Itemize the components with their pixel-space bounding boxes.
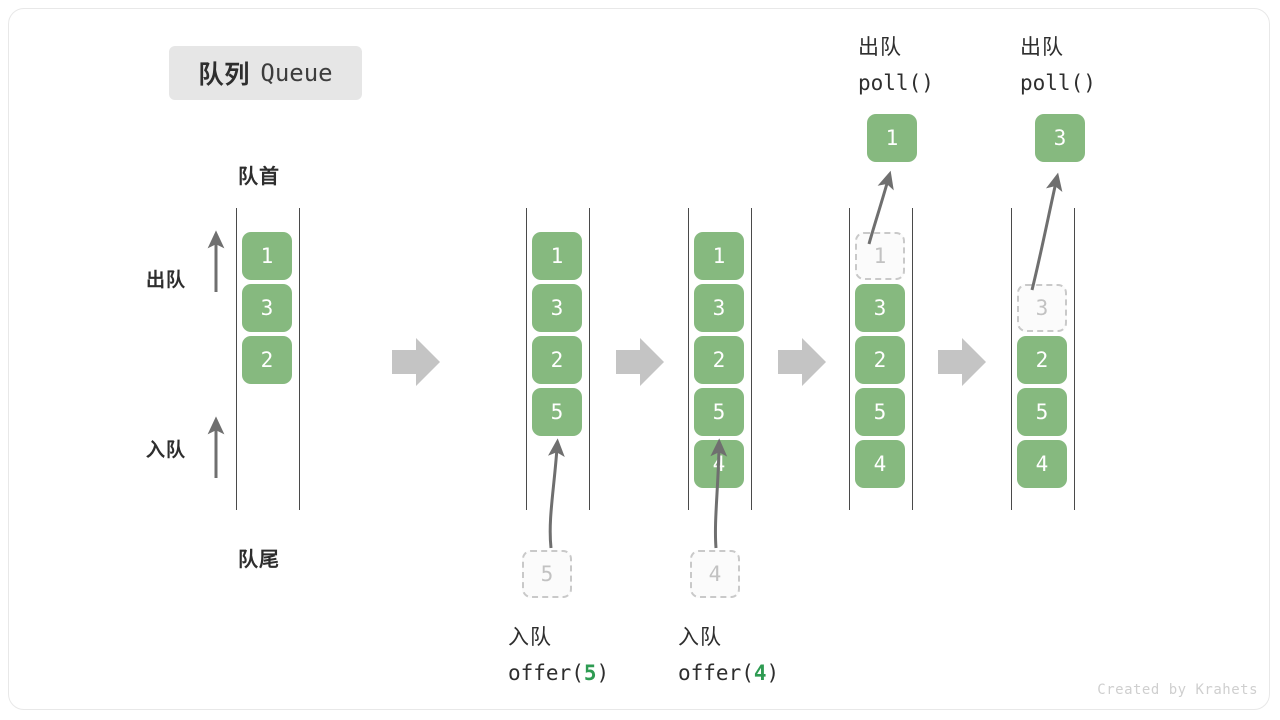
queue-cell: 5 [532, 388, 582, 436]
rail-left [236, 208, 237, 510]
queue-cell: 3 [855, 284, 905, 332]
queue-cell: 2 [855, 336, 905, 384]
caption-poll-3-code: poll() [1020, 70, 1096, 95]
caption-offer-5: 入队 offer(5) [508, 620, 609, 691]
caption-poll-3: 出队 poll() [1020, 30, 1096, 101]
rail-left [688, 208, 689, 510]
rail-left [1011, 208, 1012, 510]
rail-right [589, 208, 590, 510]
rail-right [299, 208, 300, 510]
code-prefix: offer( [508, 660, 584, 685]
queue-cell: 2 [694, 336, 744, 384]
title-chinese: 队列 [198, 61, 251, 89]
rail-left [526, 208, 527, 510]
label-queue-rear: 队尾 [238, 549, 280, 571]
rail-right [751, 208, 752, 510]
queue-cell: 1 [532, 232, 582, 280]
queue-cell-ghost: 3 [1017, 284, 1067, 332]
code-arg: 4 [753, 660, 767, 685]
card-frame [8, 8, 1270, 710]
queue-cell: 1 [694, 232, 744, 280]
queue-cell: 4 [1017, 440, 1067, 488]
label-enqueue-direction: 入队 [146, 440, 187, 461]
incoming-ghost-cell-5: 5 [522, 550, 572, 598]
queue-cell: 3 [532, 284, 582, 332]
watermark: Created by Krahets [1097, 682, 1258, 698]
code-arg: 5 [583, 660, 597, 685]
rail-right [1074, 208, 1075, 510]
queue-cell: 2 [242, 336, 292, 384]
code-suffix: ) [596, 660, 610, 685]
queue-cell: 1 [242, 232, 292, 280]
rail-left [849, 208, 850, 510]
diagram-title-badge: 队列 Queue [169, 46, 362, 100]
label-queue-front: 队首 [238, 166, 280, 188]
popped-cell-3: 3 [1035, 114, 1085, 162]
queue-cell: 2 [1017, 336, 1067, 384]
queue-cell: 5 [1017, 388, 1067, 436]
queue-cell: 4 [694, 440, 744, 488]
queue-cell: 4 [855, 440, 905, 488]
queue-cell: 2 [532, 336, 582, 384]
queue-cell: 5 [855, 388, 905, 436]
popped-cell-1: 1 [867, 114, 917, 162]
label-dequeue-direction: 出队 [146, 270, 187, 291]
queue-cell-ghost: 1 [855, 232, 905, 280]
rail-right [912, 208, 913, 510]
incoming-ghost-cell-4: 4 [690, 550, 740, 598]
queue-cell: 3 [694, 284, 744, 332]
caption-offer-4-cn: 入队 [678, 626, 722, 649]
title-english: Queue [260, 59, 333, 87]
caption-offer-4-code: offer(4) [678, 656, 779, 692]
caption-poll-1-code: poll() [858, 70, 934, 95]
caption-offer-5-code: offer(5) [508, 656, 609, 692]
queue-cell: 5 [694, 388, 744, 436]
caption-poll-1: 出队 poll() [858, 30, 934, 101]
code-suffix: ) [766, 660, 780, 685]
caption-offer-4: 入队 offer(4) [678, 620, 779, 691]
queue-cell: 3 [242, 284, 292, 332]
code-prefix: offer( [678, 660, 754, 685]
caption-offer-5-cn: 入队 [508, 626, 552, 649]
caption-poll-1-cn: 出队 [858, 36, 902, 59]
caption-poll-3-cn: 出队 [1020, 36, 1064, 59]
